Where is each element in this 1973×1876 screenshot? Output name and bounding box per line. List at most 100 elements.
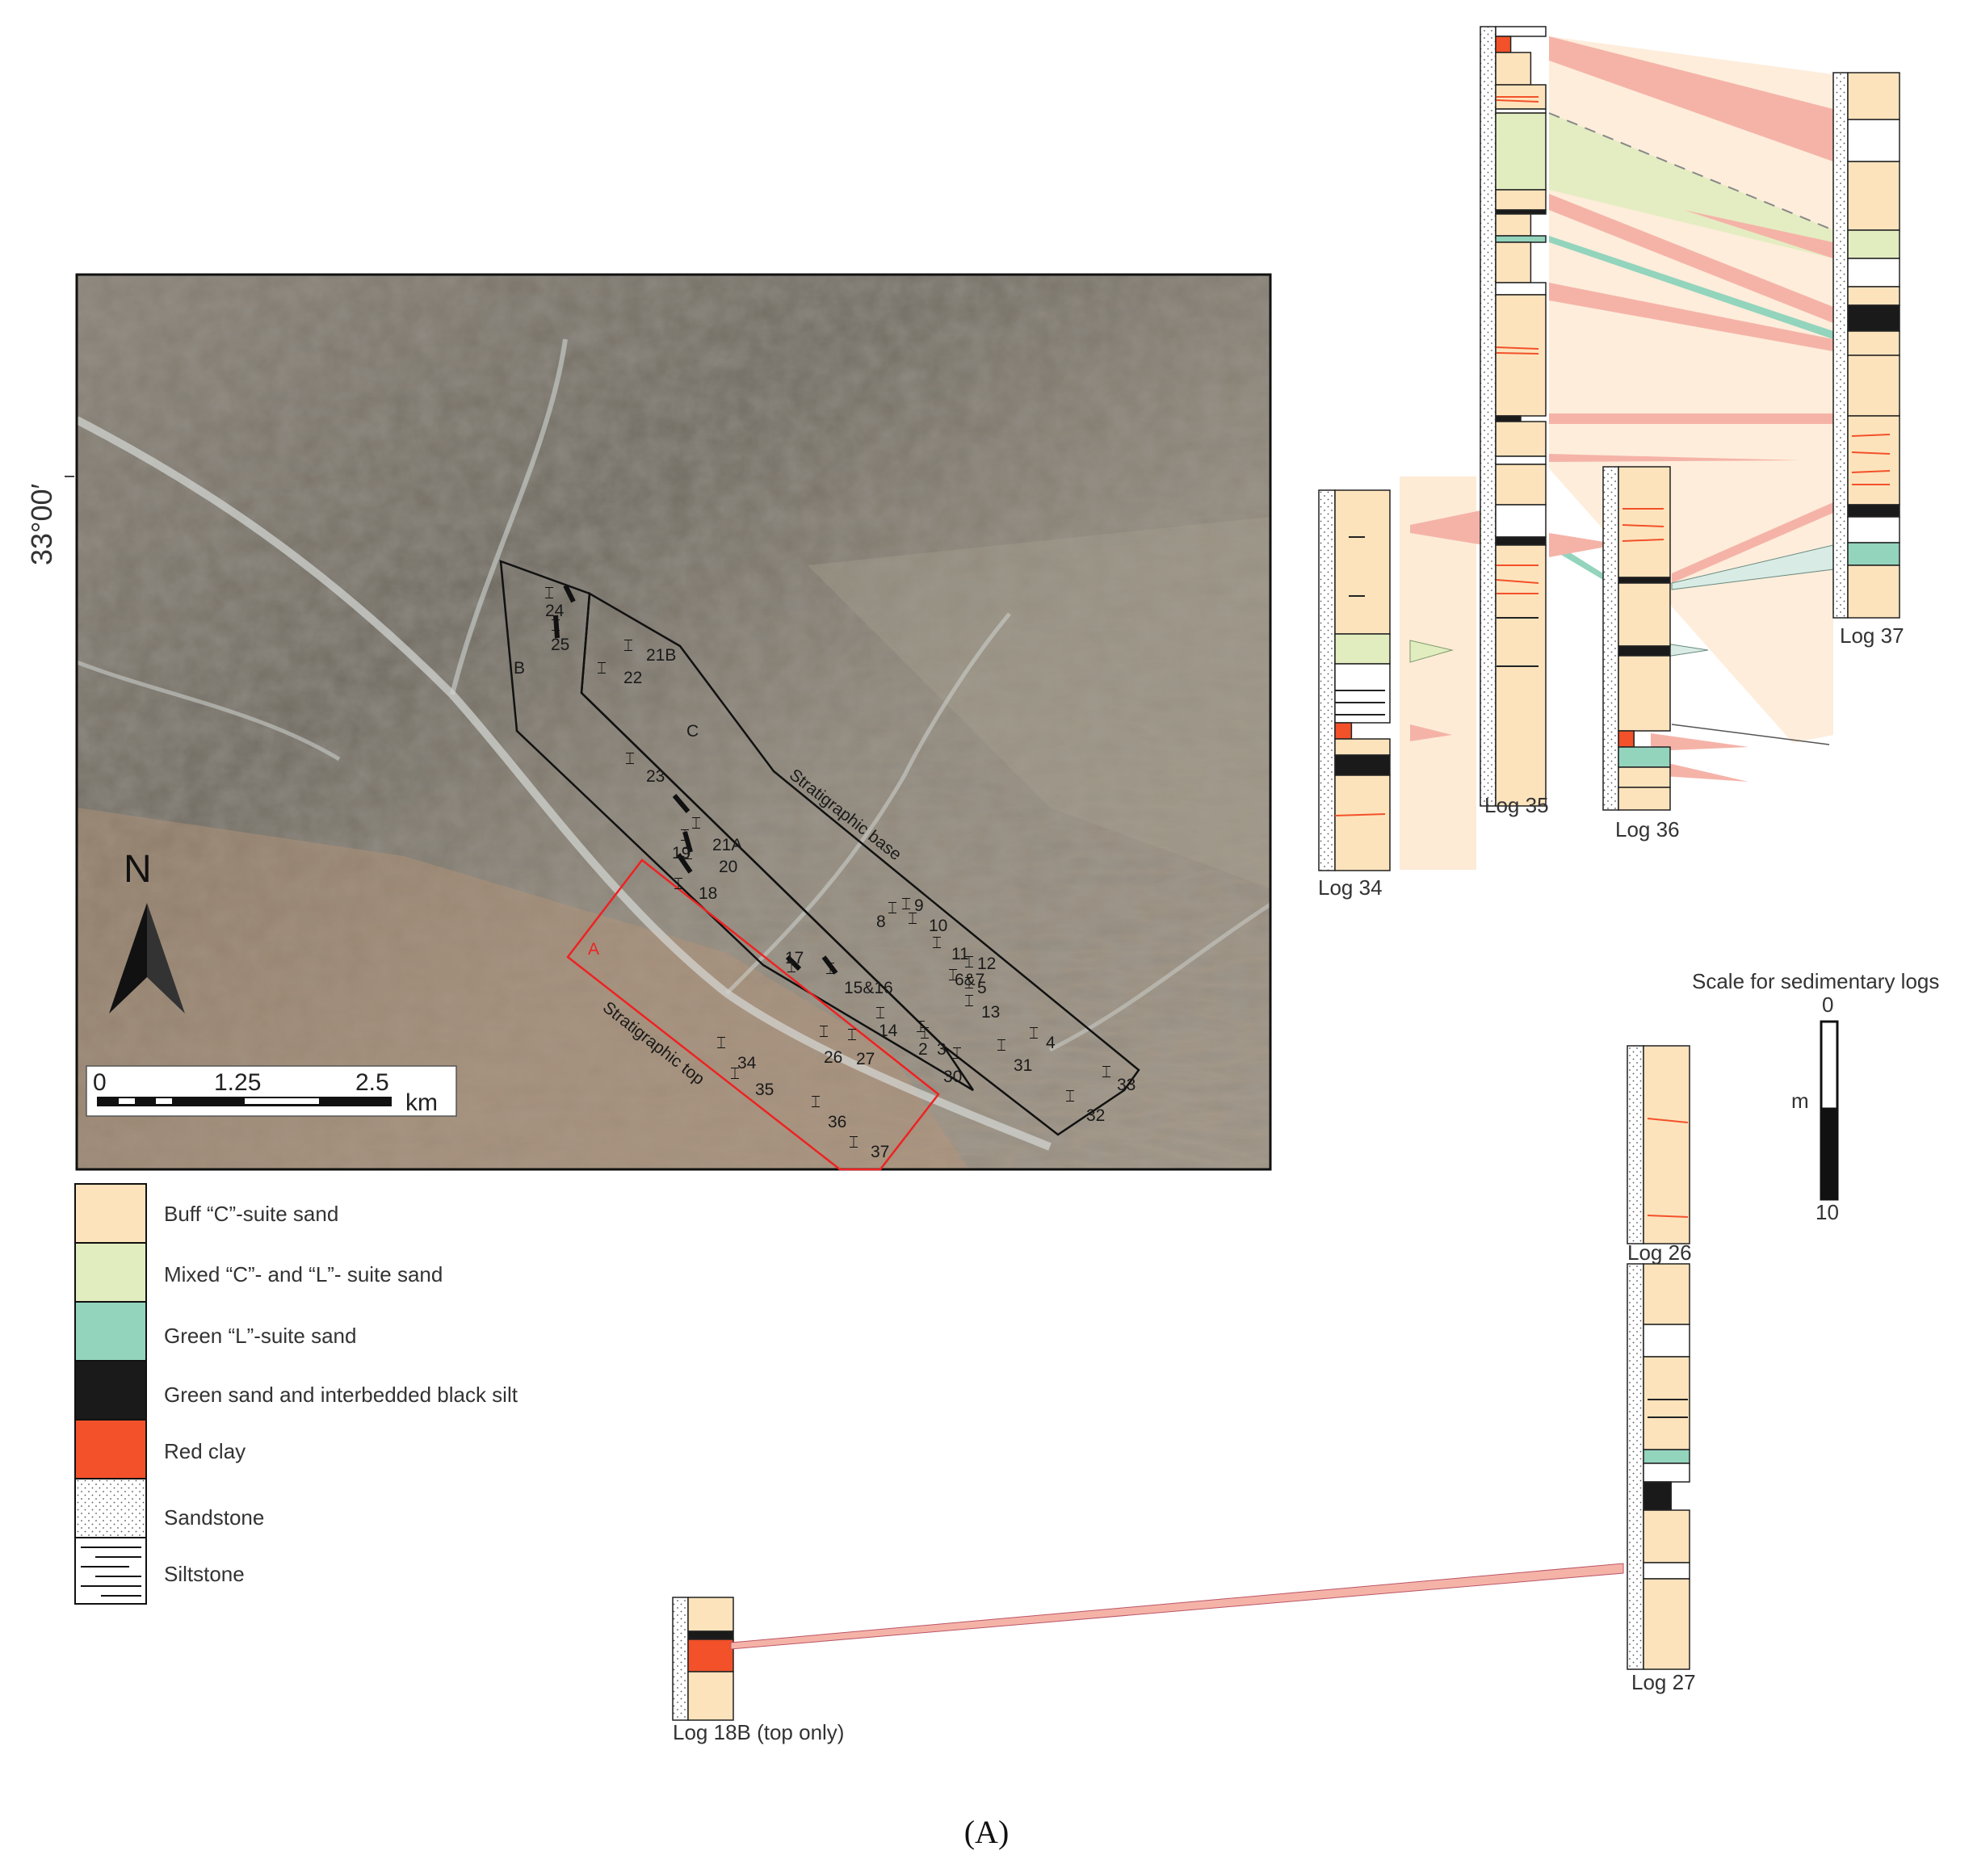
log-site-number: 36 <box>828 1113 846 1131</box>
log-site-marker-icon: ⌶ <box>901 894 911 913</box>
log-site-number: 21A <box>712 836 742 854</box>
log-36-column-bed <box>1618 466 1671 578</box>
log-37-column-bed <box>1847 355 1900 417</box>
red-clay-lamination <box>1851 470 1891 473</box>
log-site-number: 23 <box>646 767 665 786</box>
log-34-column-bed <box>1334 754 1391 776</box>
scale-tick-2: 2.5 <box>355 1069 389 1096</box>
area-a-outline <box>566 858 940 1171</box>
log-label-36: Log 36 <box>1615 817 1680 841</box>
log-scale-bottom: 10 <box>1816 1200 1839 1224</box>
legend-swatch-black <box>74 1360 147 1421</box>
log-site-marker-icon: ⌶ <box>1029 1023 1039 1043</box>
log-34-column-bed <box>1334 738 1391 756</box>
log-35-column-bed <box>1495 415 1522 422</box>
log-36-column-sandstone-strip <box>1602 466 1619 811</box>
legend-label-red: Red clay <box>164 1439 246 1463</box>
log-site-markers: ⌶24⌶25⌶21B⌶22⌶23⌶21A⌶19⌶20⌶18⌶8⌶9⌶10⌶11⌶… <box>544 583 1136 1161</box>
log-37-column-bed <box>1847 304 1900 332</box>
log-site-number: 12 <box>977 955 996 973</box>
log-site-number: 30 <box>943 1068 962 1086</box>
area-b-outline <box>499 560 975 1092</box>
latitude-label: 33°00′ <box>25 484 58 565</box>
red-clay-lamination <box>1496 352 1539 355</box>
log-26-column-bed <box>1643 1045 1690 1244</box>
log-27-column-bed <box>1643 1356 1690 1450</box>
log-scale-top: 0 <box>1822 993 1833 1017</box>
log-site-marker-icon: ⌶ <box>920 1023 930 1043</box>
log-site-marker-icon: ⌶ <box>716 1033 726 1052</box>
correlation-line <box>1671 724 1830 745</box>
log-transect-bar <box>672 794 691 813</box>
red-clay-lamination <box>1622 539 1664 542</box>
log-34-column-sandstone-strip <box>1318 489 1336 871</box>
log-site-number: 6&7 <box>955 971 984 989</box>
log-34-column-bed <box>1334 774 1391 871</box>
log-site-number: 26 <box>824 1048 842 1067</box>
log-36-column-bed <box>1618 655 1671 732</box>
log-site-marker-icon: ⌶ <box>964 973 974 993</box>
red-clay-lamination <box>1851 451 1891 455</box>
log-site-number: 19 <box>672 844 691 862</box>
log-site-number: 9 <box>914 896 924 915</box>
correlation-band-mixed <box>1549 113 1833 258</box>
red-clay-lamination <box>1851 434 1891 437</box>
log-site-marker-icon: ⌶ <box>997 1035 1006 1055</box>
log-label-37: Log 37 <box>1840 623 1904 648</box>
log-site-number: 31 <box>1014 1056 1032 1075</box>
red-clay-lamination <box>1496 99 1539 103</box>
log-site-number: 34 <box>737 1054 757 1072</box>
log-label-26: Log 26 <box>1627 1240 1692 1265</box>
log-27-column-bed <box>1643 1263 1690 1325</box>
red-clay-lamination <box>1647 1118 1689 1123</box>
legend-label-mixed: Mixed “C”- and “L”- suite sand <box>164 1262 443 1286</box>
log-36-column-bed <box>1618 746 1671 768</box>
map-scale-bar: 0 1.25 2.5 km <box>86 1065 457 1117</box>
log-37-column-bed <box>1847 516 1900 543</box>
correlation-band-red <box>1549 36 1833 162</box>
log-37-column-bed <box>1847 258 1900 287</box>
correlation-fill <box>1400 476 1476 870</box>
area-label-c: C <box>686 722 699 741</box>
log-18b-column-bed <box>687 1639 734 1672</box>
log-37-column-bed <box>1847 229 1900 259</box>
sedimentary-log-columns <box>672 26 1900 1721</box>
legend-swatch-mixed <box>74 1242 147 1303</box>
legend-swatch-green <box>74 1301 147 1362</box>
log-site-marker-icon: ⌶ <box>849 1132 858 1152</box>
log-34-column-bed <box>1334 489 1391 635</box>
scale-unit: km <box>405 1089 438 1116</box>
log-site-number: 27 <box>856 1050 875 1068</box>
log-site-marker-icon: ⌶ <box>623 636 633 655</box>
wedge-red <box>1549 533 1619 557</box>
log-site-marker-icon: ⌶ <box>916 1017 926 1036</box>
log-35-column-bed <box>1495 213 1532 237</box>
log-site-number: 25 <box>551 636 569 654</box>
log-site-number: 13 <box>981 1003 1000 1022</box>
log-18b-column-sandstone-strip <box>672 1597 689 1721</box>
log-site-marker-icon: ⌶ <box>787 957 796 976</box>
correlation-dashed-line <box>1548 112 1834 231</box>
log-35-column-bed <box>1495 504 1547 538</box>
legend-label-black: Green sand and interbedded black silt <box>164 1383 518 1407</box>
log-site-marker-icon: ⌶ <box>875 1003 885 1022</box>
log-site-marker-icon: ⌶ <box>825 959 835 978</box>
log-18b-column-bed <box>687 1630 734 1640</box>
log-label-35: Log 35 <box>1484 793 1549 817</box>
log-site-number: 17 <box>785 949 804 967</box>
log-site-number: 22 <box>623 669 642 687</box>
log-37-column-sandstone-strip <box>1832 72 1849 619</box>
correlation-band-red <box>1684 210 1833 258</box>
correlation-band-red <box>1549 454 1801 462</box>
log-site-number: 20 <box>719 858 737 876</box>
log-37-column-bed <box>1847 542 1900 566</box>
legend-label-sandstone: Sandstone <box>164 1505 264 1530</box>
correlation-band-green <box>1549 236 1833 339</box>
log-site-number: 4 <box>1046 1034 1056 1052</box>
log-transect-bar <box>785 955 802 972</box>
log-site-marker-icon: ⌶ <box>674 874 683 893</box>
log-site-number: 37 <box>871 1143 889 1161</box>
log-site-marker-icon: ⌶ <box>1065 1086 1075 1106</box>
log-site-number: 15&16 <box>844 979 893 997</box>
